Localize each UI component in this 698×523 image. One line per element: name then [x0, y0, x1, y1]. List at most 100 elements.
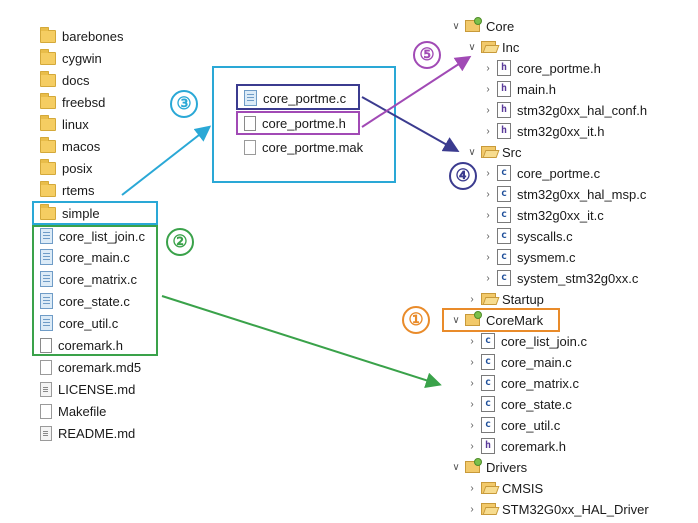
step-badge-5: ⑤: [413, 41, 441, 69]
item-label: core_list_join.c: [59, 228, 145, 244]
list-item[interactable]: freebsd: [40, 92, 105, 112]
chevron-right-icon[interactable]: ›: [486, 104, 490, 116]
item-label: stm32g0xx_it.h: [517, 123, 605, 139]
tree-item[interactable]: ∨ Drivers: [450, 457, 527, 477]
tree-item[interactable]: ∨Src: [466, 142, 521, 162]
tree-item[interactable]: ∨Core: [450, 16, 514, 36]
list-item-simple[interactable]: simple: [40, 203, 100, 223]
item-label: core_util.c: [59, 315, 119, 331]
item-label: sysmem.c: [517, 249, 576, 265]
tree-item[interactable]: › c sysmem.c: [482, 247, 576, 267]
list-item[interactable]: README.md: [40, 423, 135, 443]
list-item[interactable]: core_list_join.c: [40, 226, 145, 246]
list-item[interactable]: coremark.md5: [40, 357, 141, 377]
item-label: linux: [62, 116, 89, 132]
chevron-right-icon[interactable]: ›: [470, 482, 474, 494]
folder-icon: [40, 92, 56, 109]
chevron-down-icon[interactable]: ∨: [452, 461, 460, 473]
list-item[interactable]: rtems: [40, 180, 95, 200]
chevron-right-icon[interactable]: ›: [486, 272, 490, 284]
open-folder-icon: [481, 146, 496, 158]
item-label: Startup: [502, 291, 544, 307]
list-item[interactable]: coremark.h: [40, 335, 123, 355]
chevron-right-icon[interactable]: ›: [470, 398, 474, 410]
tree-item-coremark[interactable]: ∨CoreMark: [450, 310, 543, 330]
c-source-icon: c: [497, 249, 511, 265]
step-badge-3: ③: [170, 90, 198, 118]
folder-icon: [40, 136, 56, 153]
chevron-right-icon[interactable]: ›: [486, 62, 490, 74]
folder-icon: [40, 203, 56, 220]
list-item[interactable]: barebones: [40, 26, 123, 46]
md-file-icon: [40, 425, 52, 441]
chevron-right-icon[interactable]: ›: [486, 125, 490, 137]
chevron-right-icon[interactable]: ›: [470, 440, 474, 452]
c-source-icon: c: [497, 186, 511, 202]
chevron-right-icon[interactable]: ›: [470, 377, 474, 389]
list-item[interactable]: Makefile: [40, 401, 106, 421]
list-item[interactable]: core_util.c: [40, 313, 118, 333]
list-item[interactable]: core_state.c: [40, 291, 130, 311]
item-label: core_util.c: [501, 417, 561, 433]
item-label: core_portme.c: [263, 90, 347, 106]
chevron-right-icon[interactable]: ›: [486, 251, 490, 263]
folder-icon: [40, 70, 56, 87]
arrow-core-files-to-coremark: [161, 295, 442, 388]
arrow-portme-h-to-inc: [361, 55, 472, 128]
chevron-right-icon[interactable]: ›: [470, 419, 474, 431]
tree-item[interactable]: ∨Inc: [466, 37, 519, 57]
list-item[interactable]: docs: [40, 70, 89, 90]
list-item[interactable]: core_main.c: [40, 247, 130, 267]
folder-icon: [40, 180, 56, 197]
item-label: Drivers: [486, 459, 528, 475]
list-item[interactable]: cygwin: [40, 48, 102, 68]
c-file-icon: [40, 249, 53, 265]
list-item[interactable]: macos: [40, 136, 100, 156]
item-label: core_state.c: [59, 293, 130, 309]
list-item[interactable]: linux: [40, 114, 89, 134]
item-label: system_stm32g0xx.c: [517, 270, 639, 286]
chevron-down-icon[interactable]: ∨: [468, 41, 476, 53]
list-item[interactable]: core_matrix.c: [40, 269, 137, 289]
list-item[interactable]: LICENSE.md: [40, 379, 135, 399]
chevron-down-icon[interactable]: ∨: [452, 20, 460, 32]
chevron-right-icon[interactable]: ›: [486, 167, 490, 179]
list-item[interactable]: core_portme.mak: [244, 137, 363, 157]
chevron-right-icon[interactable]: ›: [470, 335, 474, 347]
chevron-right-icon[interactable]: ›: [486, 188, 490, 200]
chevron-right-icon[interactable]: ›: [486, 230, 490, 242]
chevron-right-icon[interactable]: ›: [470, 293, 474, 305]
chevron-right-icon[interactable]: ›: [470, 503, 474, 515]
open-folder-icon: [481, 482, 496, 494]
chevron-right-icon[interactable]: ›: [486, 83, 490, 95]
item-label: main.h: [517, 81, 557, 97]
tree-item[interactable]: › Startup: [466, 289, 544, 309]
list-item[interactable]: core_portme.c: [244, 88, 346, 108]
tree-item[interactable]: ›CMSIS: [466, 478, 543, 498]
list-item[interactable]: core_portme.h: [244, 113, 346, 133]
portme-c-highlight: [236, 84, 360, 110]
chevron-down-icon[interactable]: ∨: [468, 146, 476, 158]
chevron-right-icon[interactable]: ›: [486, 209, 490, 221]
list-item[interactable]: posix: [40, 158, 92, 178]
h-source-icon: h: [481, 438, 495, 454]
chevron-down-icon[interactable]: ∨: [452, 314, 460, 326]
tree-item[interactable]: ›STM32G0xx_HAL_Driver: [466, 499, 648, 519]
item-label: core_main.c: [59, 249, 130, 265]
chevron-right-icon[interactable]: ›: [470, 356, 474, 368]
